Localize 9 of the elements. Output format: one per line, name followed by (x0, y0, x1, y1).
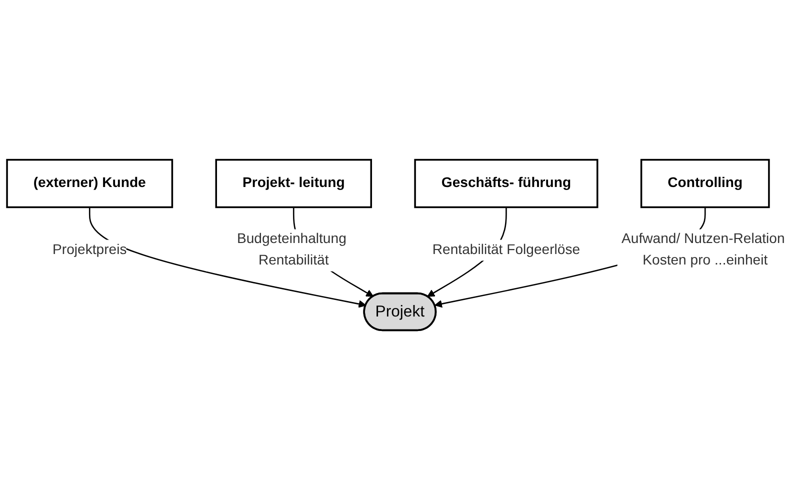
node-box: Projekt- leitung (215, 158, 372, 208)
node-box: Geschäfts- führung (414, 158, 598, 208)
node-box: Controlling (640, 158, 770, 208)
edge-label: Projektpreis (52, 242, 127, 258)
edge-label: Rentabilität Folgeerlöse (432, 242, 580, 258)
edge-label: Aufwand/ Nutzen-Relation Kosten pro ...einheit (622, 232, 785, 268)
node-box: (externer) Kunde (6, 158, 174, 208)
edge-label: Budgeteinhaltung Rentabilität (236, 232, 346, 268)
arrow (88, 207, 366, 308)
